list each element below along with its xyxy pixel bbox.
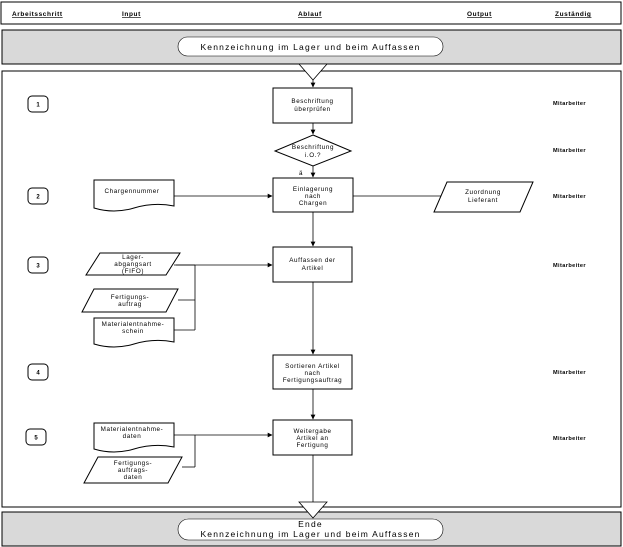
end-banner-line1: Ende <box>298 519 323 529</box>
responsible-6: Mitarbeiter <box>553 436 586 442</box>
start-banner: Kennzeichnung im Lager und beim Auffasse… <box>1 29 622 65</box>
end-banner-line2: Kennzeichnung im Lager und beim Auffasse… <box>200 529 420 539</box>
step-badges: 1 2 3 4 5 <box>25 95 49 446</box>
responsible-4: Mitarbeiter <box>553 263 586 269</box>
svg-text:Sortieren Artikel: Sortieren Artikel <box>285 363 340 370</box>
svg-text:Fertigungs-: Fertigungs- <box>111 294 149 301</box>
svg-text:2: 2 <box>36 195 40 201</box>
svg-text:Einlagerung: Einlagerung <box>293 186 333 193</box>
svg-text:4: 4 <box>36 371 40 377</box>
end-banner: Ende Kennzeichnung im Lager und beim Auf… <box>1 511 622 547</box>
svg-text:Artikel an: Artikel an <box>296 435 328 442</box>
responsible-labels: Mitarbeiter Mitarbeiter Mitarbeiter Mita… <box>553 101 586 442</box>
svg-text:daten: daten <box>123 433 142 440</box>
svg-text:1: 1 <box>36 103 40 109</box>
svg-text:Chargennummer: Chargennummer <box>104 188 159 195</box>
svg-text:i.O.?: i.O.? <box>305 152 321 159</box>
svg-text:Weitergabe: Weitergabe <box>293 428 331 435</box>
header-col-output: Output <box>467 11 492 18</box>
svg-text:nach: nach <box>304 370 320 377</box>
svg-text:abgangsart: abgangsart <box>114 261 152 268</box>
svg-text:Fertigungsauftrag: Fertigungsauftrag <box>283 377 343 384</box>
header-col-input: Input <box>122 11 141 18</box>
header-bar: Arbeitsschritt Input Ablauf Output Zustä… <box>0 1 622 25</box>
process-pick-articles: Auffassen der Artikel <box>272 246 353 283</box>
svg-text:Fertigung: Fertigung <box>296 442 328 449</box>
svg-text:daten: daten <box>124 474 143 481</box>
svg-text:Auffassen der: Auffassen der <box>289 257 336 264</box>
step-badge-3 <box>27 256 49 274</box>
start-banner-text: Kennzeichnung im Lager und beim Auffasse… <box>200 42 420 52</box>
svg-text:Materialentnahme-: Materialentnahme- <box>101 426 164 433</box>
svg-text:auftrag: auftrag <box>118 301 142 308</box>
svg-text:auftrags-: auftrags- <box>118 467 148 474</box>
svg-text:Lieferant: Lieferant <box>468 197 498 204</box>
decision-label-ok: Beschriftung i.O.? ä <box>273 134 353 177</box>
step-badge-4 <box>27 363 49 381</box>
svg-text:(FIFO): (FIFO) <box>122 268 144 275</box>
input-production-order: Fertigungs- auftrag <box>81 288 179 313</box>
svg-text:Artikel: Artikel <box>302 265 324 272</box>
step-badge-1 <box>27 95 49 113</box>
process-handover: Weitergabe Artikel an Fertigung <box>272 419 353 456</box>
svg-text:überprüfen: überprüfen <box>294 106 330 113</box>
step-badge-5 <box>25 428 47 446</box>
input-batch-number-document: Chargennummer <box>93 179 175 212</box>
header-col-step: Arbeitsschritt <box>12 11 63 18</box>
svg-text:Beschriftung: Beschriftung <box>291 98 333 105</box>
responsible-5: Mitarbeiter <box>553 370 586 376</box>
svg-text:schein: schein <box>122 328 144 335</box>
output-supplier-assignment: Zuordnung Lieferant <box>433 181 534 213</box>
input-outflow-type: Lager- abgangsart (FIFO) <box>85 252 181 276</box>
process-check-label: Beschriftung überprüfen <box>272 87 353 124</box>
svg-text:nach: nach <box>305 193 321 200</box>
svg-text:5: 5 <box>34 436 38 442</box>
process-store-by-batch: Einlagerung nach Chargen <box>272 177 354 213</box>
input-withdrawal-slip-document: Materialentnahme- schein <box>93 317 175 348</box>
svg-text:Materialentnahme-: Materialentnahme- <box>102 321 165 328</box>
svg-text:Zuordnung: Zuordnung <box>465 189 501 196</box>
input-withdrawal-data-document: Materialentnahme- daten <box>93 422 175 453</box>
step-badge-2 <box>27 187 49 205</box>
responsible-3: Mitarbeiter <box>553 194 586 200</box>
responsible-1: Mitarbeiter <box>553 101 586 107</box>
svg-text:Lager-: Lager- <box>122 254 144 261</box>
flow-lines <box>174 80 447 502</box>
svg-text:Fertigungs-: Fertigungs- <box>114 460 152 467</box>
input-production-order-data: Fertigungs- auftrags- daten <box>83 456 183 484</box>
svg-text:Beschriftung: Beschriftung <box>292 144 334 151</box>
start-connector <box>298 63 328 81</box>
process-sort-articles: Sortieren Artikel nach Fertigungsauftrag <box>272 354 353 390</box>
header-col-responsible: Zuständig <box>555 11 591 18</box>
header-col-flow: Ablauf <box>298 11 322 18</box>
svg-text:Chargen: Chargen <box>299 200 327 207</box>
svg-text:3: 3 <box>36 264 40 270</box>
decision-yes-marker: ä <box>299 170 303 177</box>
responsible-2: Mitarbeiter <box>553 148 586 154</box>
